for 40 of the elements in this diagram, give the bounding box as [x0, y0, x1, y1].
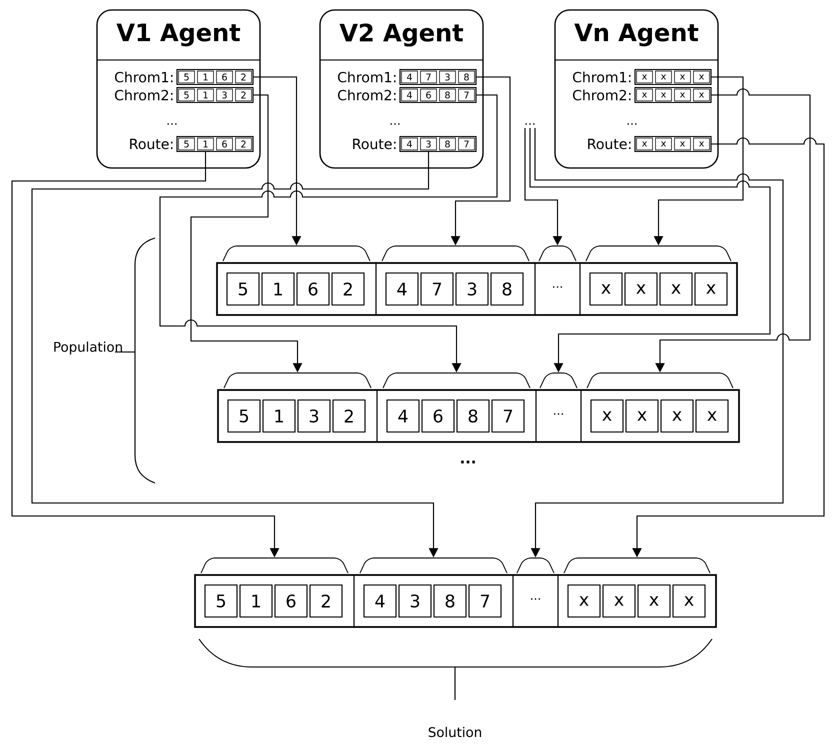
- label: Population: [54, 342, 122, 354]
- row-label: Chrom2:: [115, 90, 172, 100]
- row-label: Route:: [353, 138, 396, 150]
- row-label: Chrom1:: [115, 72, 172, 82]
- gene-segment: ...: [535, 372, 582, 443]
- label: Solution: [428, 726, 482, 738]
- row-label: Route:: [130, 138, 173, 150]
- ellipsis: ...: [628, 123, 636, 125]
- row-label: Chrom1:: [338, 72, 396, 82]
- chromosome-strip: 5 1 3 2: [176, 86, 254, 104]
- chromosome-strip: x x x x: [634, 86, 712, 104]
- ellipsis: ...: [526, 123, 534, 125]
- chromosome-row: [217, 389, 740, 443]
- chromosome-strip: x x x x: [634, 136, 712, 152]
- gene-segment: 4 3 8 7: [353, 558, 514, 628]
- gene-segment: 4 6 8 7: [376, 372, 537, 443]
- gene-segment: x x x x: [579, 246, 738, 316]
- gene-segment: 5 1 3 2: [217, 372, 378, 443]
- chromosome-row: [216, 262, 738, 316]
- gene-segment: x x x x: [580, 372, 740, 443]
- chromosome-strip: x x x x: [634, 68, 712, 86]
- ellipsis: ...: [461, 460, 475, 464]
- gene-segment: 5 1 6 2: [216, 246, 377, 316]
- chromosome-strip: 4 3 8 7: [399, 136, 477, 152]
- chromosome-strip: 4 7 3 8: [399, 68, 477, 86]
- ellipsis: ...: [390, 123, 400, 125]
- gene-segment: ...: [534, 246, 581, 316]
- gene-segment: 4 7 3 8: [375, 246, 536, 316]
- gene-segment: ...: [512, 558, 559, 628]
- chromosome-strip: 5 1 6 2: [176, 136, 254, 152]
- gene-segment: 5 1 6 2: [194, 558, 355, 628]
- chromosome-row: [194, 574, 717, 628]
- ellipsis: ...: [168, 123, 176, 125]
- row-label: Route:: [588, 138, 631, 150]
- row-label: Chrom1:: [573, 72, 630, 82]
- row-label: Chrom2:: [338, 90, 396, 100]
- chromosome-strip: 4 6 8 7: [399, 86, 477, 104]
- gene-segment: x x x x: [557, 558, 717, 628]
- row-label: Chrom2:: [573, 90, 630, 100]
- chromosome-strip: 5 1 6 2: [176, 68, 254, 86]
